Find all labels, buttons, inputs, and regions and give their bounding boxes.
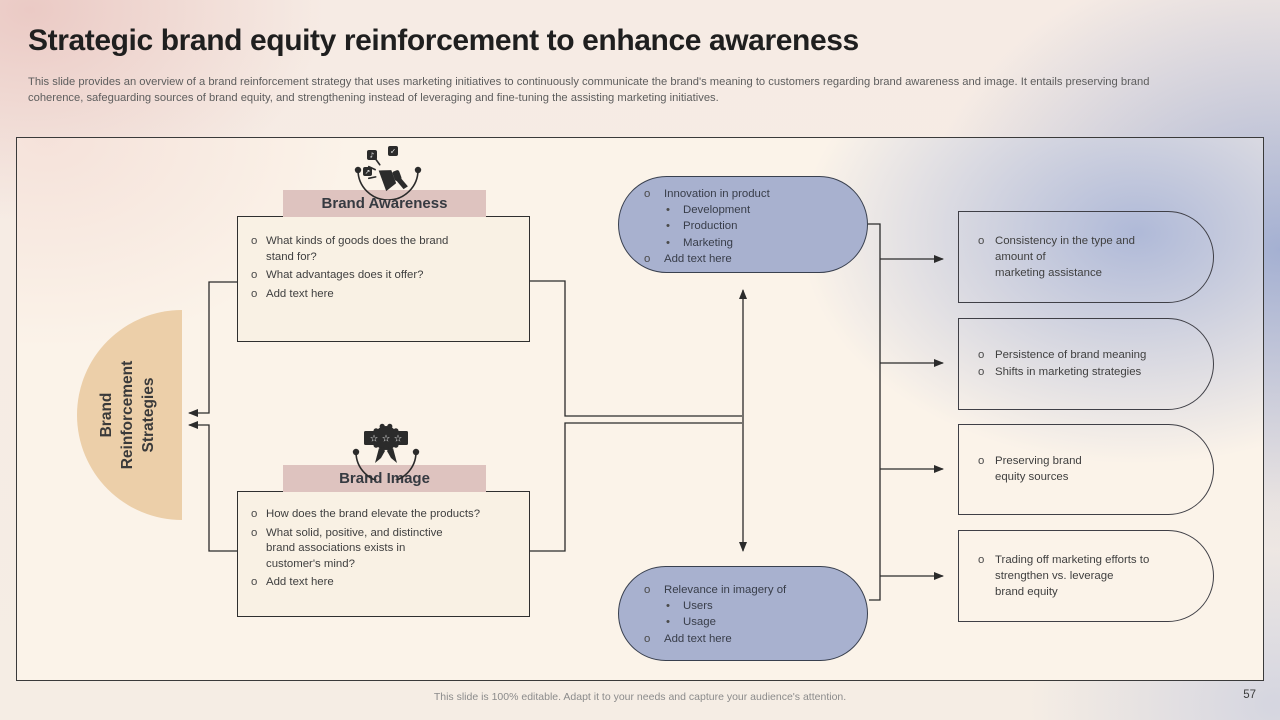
megaphone-announcement-icon: ♪ ✓ ↗ [354,146,422,200]
svg-text:✓: ✓ [390,148,396,156]
bullet-text: Add text here [664,252,732,265]
circle-bullet-marker [251,575,266,591]
svg-text:↗: ↗ [365,168,370,176]
bullet-text: Marketing [683,236,734,249]
megaphone-shape [367,158,408,192]
list-item: What advantages does it offer? [251,268,521,284]
circle-bullet-marker [644,251,664,267]
list-item: Marketing [619,235,867,251]
dot-bullet-marker [666,202,683,218]
bullet-text: Innovation in product [664,188,770,200]
dot-bullet-marker [666,218,683,234]
bullet-text: How does the brand elevate the products? [266,508,481,520]
bullet-text: What solid, positive, and distinctive br… [266,526,443,570]
ribbon-tails [375,448,397,463]
circle-bullet-marker [978,233,995,281]
relevance-pill: Relevance in imagery of Users Usage Add … [618,566,868,661]
bullet-text: What kinds of goods does the brand stand… [266,235,449,263]
list-item: Production [619,218,867,234]
star-banner [364,431,408,445]
svg-text:☆: ☆ [370,434,379,445]
list-item: Innovation in product [619,186,867,202]
bullet-text: Preserving brand equity sources [995,455,1082,483]
bullet-text: Add text here [664,632,732,645]
hub-label: Brand Reinforcement Strategies [98,360,157,470]
list-item: Users [619,598,867,614]
bullet-text: Development [683,204,751,217]
bullet-text: Relevance in imagery of [664,584,787,596]
circle-bullet-marker [251,268,266,284]
list-item: Consistency in the type and amount of ma… [978,233,1179,281]
svg-text:☆: ☆ [394,434,403,445]
floating-app-squares: ♪ ✓ ↗ [363,146,398,176]
dot-bullet-marker [666,598,683,614]
innovation-pill: Innovation in product Development Produc… [618,176,868,273]
circle-bullet-marker [644,582,664,598]
slide-description: This slide provides an overview of a bra… [28,76,1150,104]
list-item: Development [619,202,867,218]
circle-bullet-marker [978,453,995,485]
circle-bullet-marker [251,287,266,303]
circle-bullet-marker [644,631,664,647]
svg-text:♪: ♪ [370,152,374,160]
circle-bullet-marker [978,552,995,600]
list-item: Add text here [251,287,521,303]
bullet-text: Shifts in marketing strategies [995,366,1142,378]
outcome-box-trading-off: Trading off marketing efforts to strengt… [958,530,1214,622]
bullet-text: Persistence of brand meaning [995,349,1147,361]
footer-note: This slide is 100% editable. Adapt it to… [433,691,847,703]
list-item: Relevance in imagery of [619,582,867,598]
circle-bullet-marker [251,526,266,573]
outcome-box-preserving: Preserving brand equity sources [958,424,1214,515]
bullet-text: Usage [683,616,716,629]
bullet-text: Add text here [266,287,334,300]
outcome-box-persistence: Persistence of brand meaning Shifts in m… [958,318,1214,410]
bullet-text: Production [683,220,738,233]
list-item: Trading off marketing efforts to strengt… [978,552,1179,600]
brand-awareness-heading: Brand Awareness [283,190,486,217]
brand-image-box: How does the brand elevate the products?… [237,491,530,617]
dot-bullet-marker [666,614,683,630]
list-item: What solid, positive, and distinctive br… [251,526,521,573]
svg-text:☆: ☆ [382,434,391,445]
circle-bullet-marker [978,347,995,363]
brand-image-heading: Brand Image [283,465,486,492]
list-item: What kinds of goods does the brand stand… [251,234,521,265]
dot-bullet-marker [666,235,683,251]
page-number: 57 [1243,689,1256,701]
brand-awareness-box: What kinds of goods does the brand stand… [237,216,530,342]
list-item: Preserving brand equity sources [978,453,1179,485]
list-item: How does the brand elevate the products? [251,507,521,523]
list-item: Persistence of brand meaning [978,347,1179,363]
bullet-text: Consistency in the type and amount of ma… [995,234,1135,279]
list-item: Shifts in marketing strategies [978,364,1179,380]
bullet-text: What advantages does it offer? [266,269,424,281]
list-item: Add text here [619,251,867,267]
list-item: Add text here [619,631,867,647]
bullet-text: Add text here [266,576,334,588]
page-title: Strategic brand equity reinforcement to … [28,24,859,57]
circle-bullet-marker [251,234,266,265]
award-ribbon-badge-icon: ☆☆☆ [352,423,420,480]
bullet-text: Trading off marketing efforts to strengt… [995,553,1150,598]
circle-bullet-marker [644,186,664,202]
circle-bullet-marker [251,507,266,523]
outcome-box-consistency: Consistency in the type and amount of ma… [958,211,1214,303]
circle-bullet-marker [978,364,995,380]
list-item: Add text here [251,575,521,591]
list-item: Usage [619,614,867,630]
bullet-text: Users [683,600,713,613]
